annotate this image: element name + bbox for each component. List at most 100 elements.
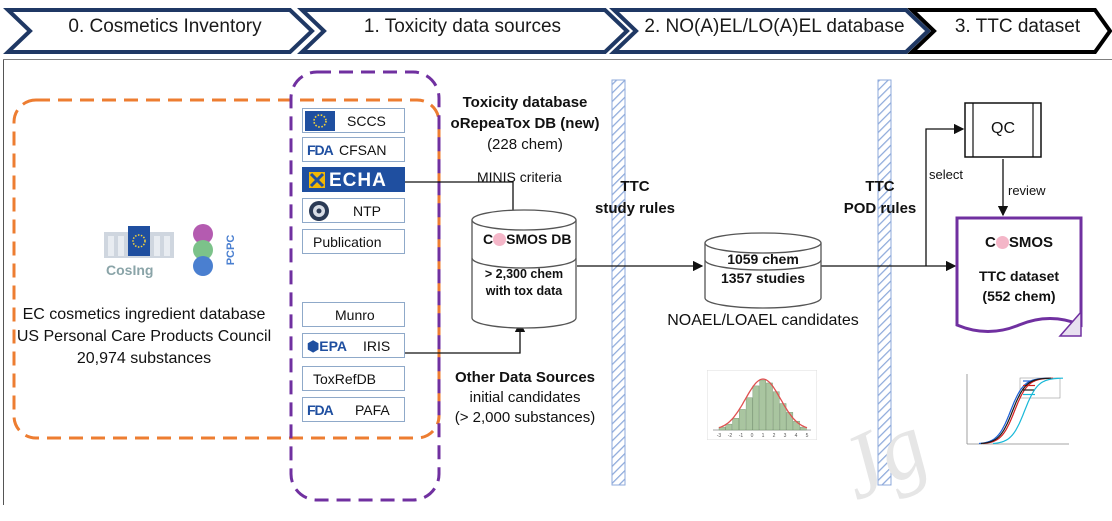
noael-line-2: 1357 studies bbox=[720, 270, 806, 286]
echa-logo bbox=[309, 172, 325, 188]
qc-box bbox=[964, 102, 1042, 158]
echa-arrow bbox=[405, 181, 519, 224]
histogram-bar bbox=[786, 412, 794, 431]
source-pafa: FDA PAFA bbox=[302, 397, 405, 422]
cosmos-db-stats: > 2,300 chem with tox data bbox=[472, 266, 576, 300]
cdf-series-line bbox=[980, 377, 1051, 445]
pod-rules-line-1: TTC bbox=[865, 178, 895, 195]
histogram-bar bbox=[759, 379, 766, 431]
stage-chevron-0 bbox=[3, 8, 315, 54]
epa-logo: ⬢EPA bbox=[307, 338, 347, 354]
stage-chevron-3 bbox=[907, 8, 1112, 54]
source-label: Publication bbox=[313, 234, 382, 250]
stage-label-2: 2. NO(A)EL/LO(A)EL database bbox=[644, 16, 905, 37]
histogram-tick-label: 0 bbox=[751, 433, 754, 439]
other-sources-line-2: (> 2,000 substances) bbox=[454, 409, 596, 426]
cosing-logo-text: CosIng bbox=[106, 262, 154, 278]
stage-label-0: 0. Cosmetics Inventory bbox=[68, 16, 262, 37]
stage-chevron-1 bbox=[297, 8, 630, 54]
inventory-description: EC cosmetics ingredient database US Pers… bbox=[14, 304, 274, 370]
source-echa: ECHA bbox=[302, 167, 405, 192]
pod-rules-line-2: POD rules bbox=[843, 200, 917, 217]
pcpc-logo-icon bbox=[193, 224, 213, 276]
other-sources-block: Other Data Sources initial candidates (>… bbox=[440, 368, 610, 428]
histogram-bar bbox=[800, 426, 807, 431]
fda-logo: FDA bbox=[307, 402, 334, 418]
toxicity-db-count: (228 chem) bbox=[487, 136, 563, 153]
cosmos-db-line-2: with tox data bbox=[485, 284, 563, 298]
stage-chevron-2 bbox=[609, 8, 931, 54]
study-rules-line-2: study rules bbox=[594, 200, 676, 217]
other-sources-title: Other Data Sources bbox=[454, 369, 596, 386]
source-munro: Munro bbox=[302, 302, 405, 327]
source-label: CFSAN bbox=[339, 142, 387, 158]
ttc-dataset-text: TTC dataset (552 chem) bbox=[957, 266, 1081, 306]
cdf-series-line bbox=[992, 377, 1063, 445]
histogram-bar bbox=[766, 382, 773, 431]
noael-line-1: 1059 chem bbox=[727, 251, 799, 267]
pod-rules-label: TTC POD rules bbox=[830, 176, 930, 220]
stage-bar bbox=[3, 8, 1112, 60]
source-iris: ⬢EPA IRIS bbox=[302, 333, 405, 358]
select-label: select bbox=[929, 167, 963, 182]
ntp-seal-icon bbox=[309, 201, 329, 221]
ttc-line-2: (552 chem) bbox=[982, 288, 1056, 304]
other-sources-line-1: initial candidates bbox=[469, 389, 581, 406]
inventory-region bbox=[12, 98, 441, 440]
source-label: SCCS bbox=[347, 113, 386, 129]
histogram-tick-label: 2 bbox=[773, 433, 776, 439]
histogram-tick-label: 1 bbox=[762, 433, 765, 439]
histogram-tick-label: 4 bbox=[795, 433, 798, 439]
cosing-building-icon bbox=[104, 222, 174, 258]
cosmos-flower-icon bbox=[995, 236, 1009, 249]
toxicity-db-title-1: Toxicity database bbox=[462, 94, 588, 111]
source-toxrefdb: ToxRefDB bbox=[302, 366, 405, 391]
noael-db-cylinder bbox=[704, 232, 822, 309]
study-rules-line-1: TTC bbox=[620, 178, 650, 195]
noael-db-stats: 1059 chem 1357 studies bbox=[705, 250, 821, 288]
ttc-line-1: TTC dataset bbox=[978, 268, 1060, 284]
histogram-bar bbox=[725, 423, 733, 431]
select-arrow bbox=[925, 123, 965, 266]
histogram-bar bbox=[732, 418, 739, 431]
toxicity-db-block: Toxicity database oRepeaTox DB (new) (22… bbox=[440, 92, 610, 155]
review-label: review bbox=[1008, 183, 1046, 198]
stage-label-3: 3. TTC dataset bbox=[954, 16, 1081, 37]
cosmos-db-cylinder bbox=[471, 209, 577, 329]
histogram-fit-curve bbox=[718, 378, 808, 429]
pod-rules-bar bbox=[877, 79, 892, 486]
pcpc-logo-label: PCPC bbox=[225, 234, 237, 266]
source-publication: Publication bbox=[302, 229, 405, 254]
cosmos-flower-icon bbox=[493, 233, 507, 246]
study-rules-label: TTC study rules bbox=[570, 176, 700, 220]
cosmos-db-line-1: > 2,300 chem bbox=[484, 267, 564, 281]
study-rules-bar bbox=[611, 79, 626, 486]
histogram-tick-label: -1 bbox=[739, 433, 744, 439]
diagram-connectors bbox=[12, 70, 1083, 502]
histogram-tick-label: -2 bbox=[728, 433, 733, 439]
fda-logo: FDA bbox=[307, 142, 334, 158]
inventory-line-1: EC cosmetics ingredient database bbox=[22, 306, 266, 323]
source-sccs: SCCS bbox=[302, 108, 405, 133]
stage-label-1: 1. Toxicity data sources bbox=[363, 16, 562, 37]
iris-arrow bbox=[405, 321, 526, 354]
histogram-bar bbox=[752, 385, 760, 431]
histogram-bar bbox=[739, 409, 746, 431]
cdf-chart bbox=[957, 370, 1072, 452]
minis-criteria: MINIS criteria bbox=[477, 169, 562, 185]
noael-caption: NOAEL/LOAEL candidates bbox=[667, 312, 859, 329]
source-ntp: NTP bbox=[302, 198, 405, 223]
source-cfsan: FDA CFSAN bbox=[302, 137, 405, 162]
source-label: Munro bbox=[335, 307, 375, 323]
qc-label: QC bbox=[991, 120, 1015, 137]
sources-region bbox=[289, 70, 441, 502]
histogram-tick-label: -3 bbox=[717, 433, 722, 439]
source-label: NTP bbox=[353, 203, 381, 219]
histogram-tick-label: 5 bbox=[806, 433, 809, 439]
histogram-bar bbox=[745, 397, 753, 431]
histogram-bar bbox=[772, 391, 780, 431]
source-label: ECHA bbox=[329, 170, 387, 191]
